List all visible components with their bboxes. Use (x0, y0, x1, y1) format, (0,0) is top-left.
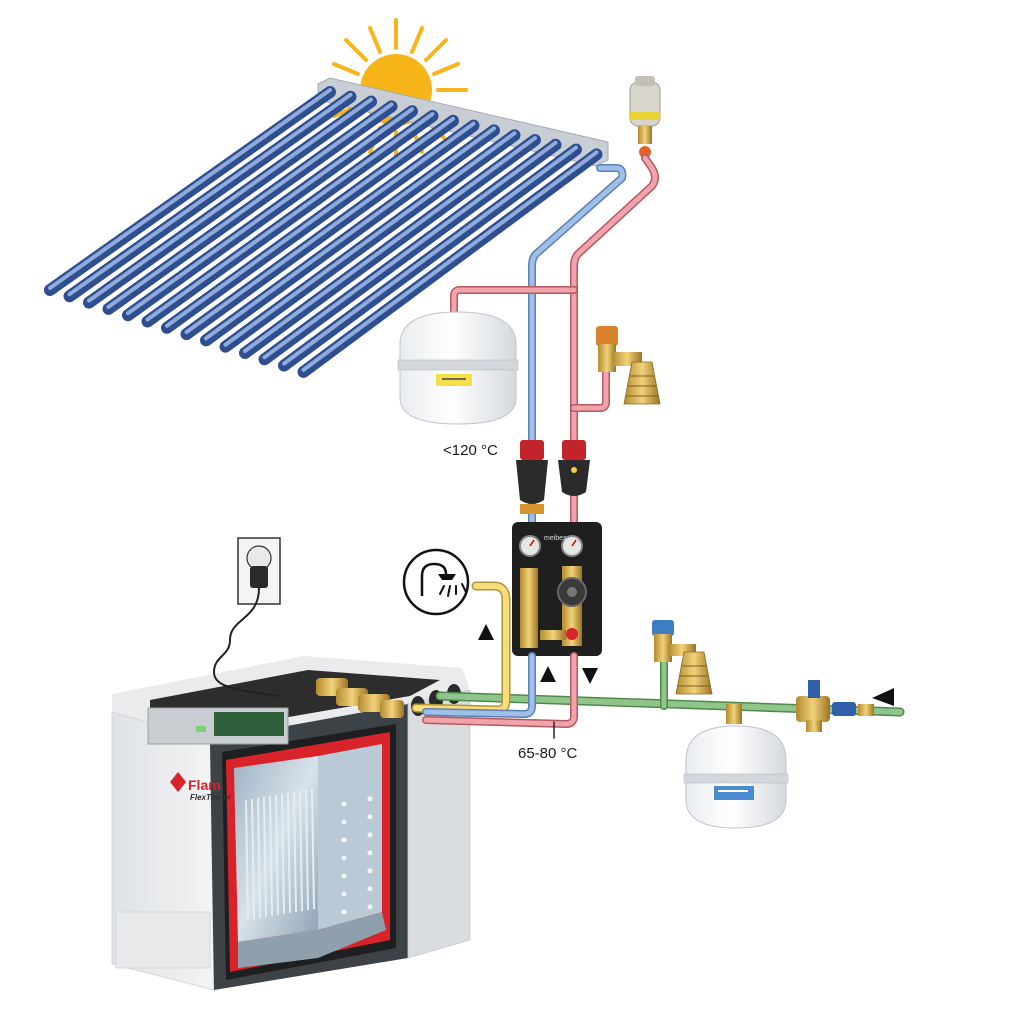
vacuum-tube-highlight (87, 97, 373, 303)
vacuum-tube-highlight (184, 121, 476, 335)
station-brand: meibes (544, 535, 567, 542)
arrow-up-return (540, 666, 556, 682)
vacuum-tube-highlight (165, 116, 455, 328)
exchanger-fin (251, 798, 255, 920)
exchanger-bolt (341, 855, 347, 861)
vacuum-tube-highlight (106, 102, 394, 309)
exchanger-fin (305, 789, 309, 911)
vacuum-tube-highlight (223, 131, 517, 347)
collector-temperature-label: <120 °C (443, 442, 498, 459)
vacuum-tube-highlight (126, 107, 414, 316)
exchanger-fin (245, 799, 249, 921)
brand-logo: Flam (188, 777, 221, 793)
exchanger-fin (299, 790, 303, 912)
arrow-up-dhw (478, 624, 494, 640)
arrow-left-cold-water (872, 688, 894, 706)
pipe-fittings (516, 440, 590, 514)
heat-exchanger (245, 788, 373, 921)
exchanger-fin (311, 788, 315, 910)
air-vent-icon (629, 76, 661, 158)
power-socket-icon (212, 537, 281, 697)
exchanger-bolt (367, 868, 373, 874)
vacuum-tube-highlight (243, 136, 537, 353)
exchanger-bolt (341, 873, 347, 879)
exchanger-bolt (341, 909, 347, 915)
exchanger-bolt (341, 801, 347, 807)
brand-product: FlexTherm (190, 793, 230, 802)
exchanger-fin (275, 794, 279, 916)
exchanger-fin (293, 791, 297, 913)
dhw-expansion-vessel (683, 704, 789, 829)
exchanger-bolt (341, 891, 347, 897)
vacuum-tube-highlight (301, 150, 599, 372)
vacuum-tube-highlight (204, 126, 496, 341)
exchanger-fin (281, 793, 285, 915)
exchanger-bolt (367, 796, 373, 802)
vacuum-tube-highlight (282, 145, 578, 366)
exchanger-bolt (341, 819, 347, 825)
exchanger-bolt (367, 814, 373, 820)
exchanger-bolt (367, 832, 373, 838)
exchanger-bolt (367, 904, 373, 910)
exchanger-bolt (367, 886, 373, 892)
storage-temperature-label: 65-80 °C (518, 745, 578, 762)
solar-collector (44, 77, 609, 378)
solar-expansion-vessel (397, 311, 519, 425)
mixing-valve-icon (796, 680, 874, 732)
exchanger-fin (257, 797, 261, 919)
arrow-down-flow (582, 668, 598, 684)
vacuum-tube-highlight (262, 140, 558, 360)
exchanger-bolt (367, 850, 373, 856)
exchanger-fin (263, 796, 267, 918)
vacuum-tube-highlight (67, 92, 353, 297)
flow-arrows (478, 624, 894, 706)
collector-pipes (450, 154, 659, 534)
exchanger-fin (269, 795, 273, 917)
storage-tank: Flam FlexTherm (111, 656, 471, 991)
vacuum-tube-highlight (145, 112, 435, 322)
exchanger-fin (287, 792, 291, 914)
brand-icon (170, 772, 186, 792)
vacuum-tubes (44, 86, 603, 378)
solar-pump-station: meibes (512, 522, 602, 656)
exchanger-bolt (341, 837, 347, 843)
vacuum-tube-highlight (48, 88, 332, 290)
cold-water-safety-valve (652, 620, 713, 695)
shower-icon (402, 548, 470, 616)
safety-valve-icon (596, 326, 661, 405)
